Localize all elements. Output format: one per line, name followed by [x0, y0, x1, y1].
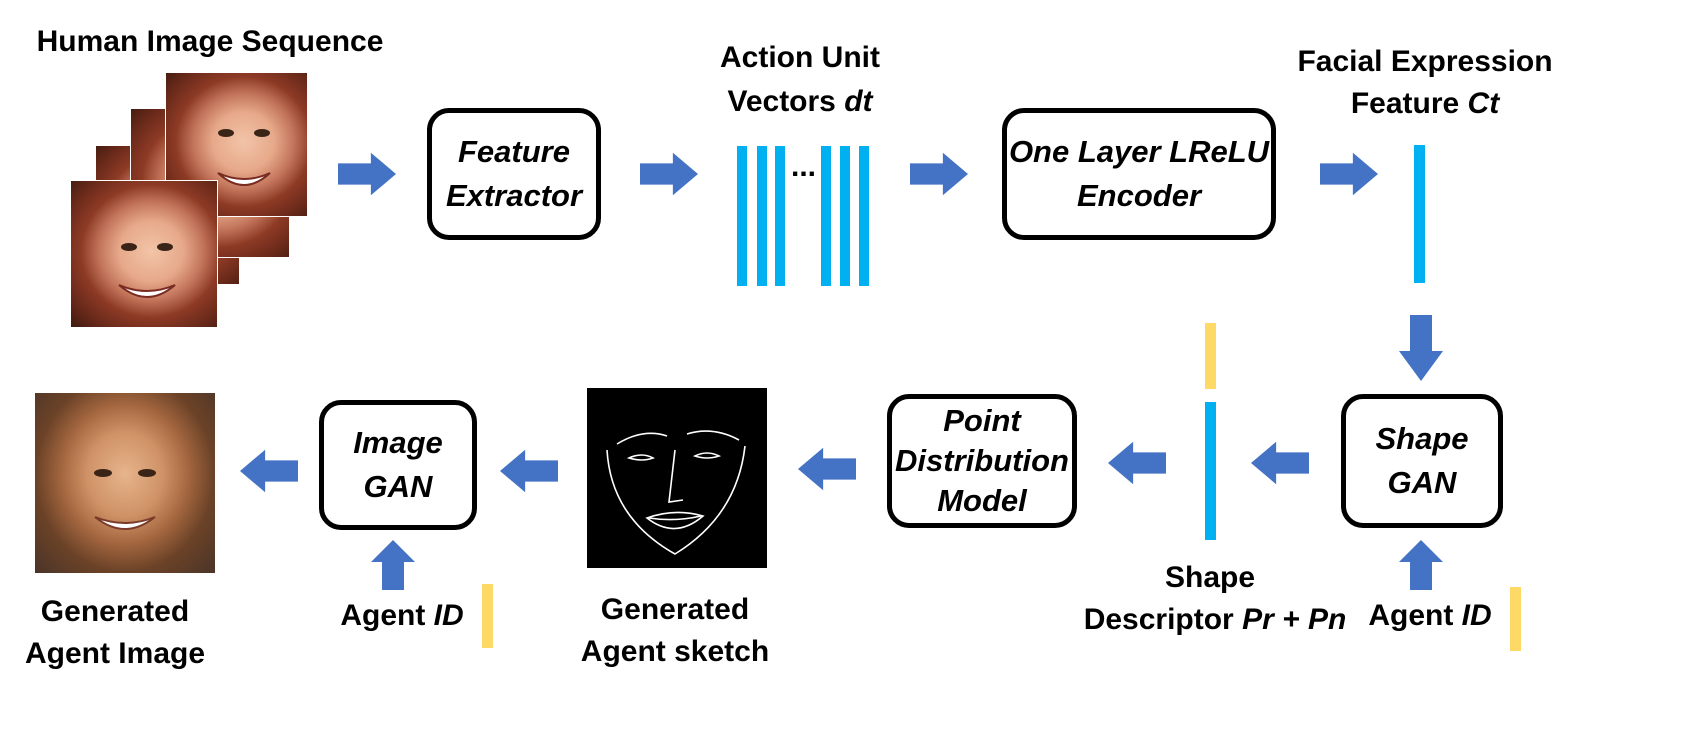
pdm-line1: Point [943, 403, 1021, 438]
action-unit-vector-bar [821, 146, 831, 286]
pdm-line3: Model [937, 483, 1027, 518]
feature-extractor-box: Feature Extractor [427, 108, 601, 240]
action-unit-label-line2: Vectors dt [727, 85, 873, 118]
face-features-icon [217, 129, 271, 186]
arrow-down-icon [1399, 315, 1443, 381]
arrow-right-icon [1320, 152, 1378, 196]
image-gan-agent-id-label: Agent ID [340, 599, 464, 632]
shape-descriptor-label-line1: Shape [1164, 561, 1256, 594]
generated-agent-sketch-image [587, 388, 767, 568]
arrow-right-icon [910, 152, 968, 196]
action-unit-label-line1: Action Unit [720, 41, 880, 74]
arrow-left-icon [1108, 441, 1166, 485]
shape-descriptor-label-line2: Descriptor Pr + Pn [1083, 603, 1347, 636]
feature-extractor-line2: Extractor [445, 178, 583, 213]
facial-expression-label-line1: Facial Expression [1297, 45, 1553, 78]
image-gan-agent-id-bar [482, 584, 493, 648]
generated-agent-image-label-line1: Generated [40, 595, 190, 628]
encoder-line1: One Layer LReLU [1008, 134, 1270, 169]
generated-agent-image [35, 393, 215, 573]
encoder-line2: Encoder [1076, 178, 1202, 213]
image-gan-line2: GAN [363, 469, 433, 504]
feature-extractor-line1: Feature [458, 134, 570, 169]
arrow-up-icon [371, 540, 415, 590]
arrow-right-icon [640, 152, 698, 196]
human-face-image-front [70, 180, 218, 328]
shape-gan-agent-id-label: Agent ID [1368, 599, 1492, 632]
arrow-left-icon [1251, 441, 1309, 485]
human-image-sequence-label: Human Image Sequence [36, 25, 384, 58]
facial-expression-label-line2: Feature Ct [1350, 87, 1500, 120]
shape-gan-line2: GAN [1387, 465, 1457, 500]
pdm-line2: Distribution [895, 443, 1069, 478]
shape-gan-box: Shape GAN [1341, 394, 1503, 528]
point-distribution-model-box: Point Distribution Model [887, 394, 1077, 528]
arrow-left-icon [240, 449, 298, 493]
arrow-left-icon [500, 449, 558, 493]
shape-descriptor-pr-bar [1205, 323, 1216, 389]
shape-gan-line1: Shape [1375, 421, 1469, 456]
image-gan-line1: Image [353, 425, 443, 460]
action-unit-vector-bar [757, 146, 767, 286]
generated-agent-sketch-label-line2: Agent sketch [580, 635, 770, 668]
arrow-right-icon [338, 152, 396, 196]
face-features-icon [94, 469, 156, 530]
shape-descriptor-pn-bar [1205, 402, 1216, 540]
generated-agent-sketch-label-line1: Generated [600, 593, 750, 626]
arrow-up-icon [1399, 540, 1443, 590]
action-unit-vector-bar [737, 146, 747, 286]
generated-agent-image-label-line2: Agent Image [24, 637, 206, 670]
encoder-box: One Layer LReLU Encoder [1002, 108, 1276, 240]
face-sketch-icon [606, 430, 746, 555]
face-features-icon [118, 243, 176, 298]
image-gan-box: Image GAN [319, 400, 477, 530]
action-unit-vector-bar [775, 146, 785, 286]
facial-expression-feature-bar [1414, 145, 1425, 283]
shape-gan-agent-id-bar [1510, 587, 1521, 651]
action-unit-vector-bar [859, 146, 869, 286]
vector-ellipsis: ... [791, 150, 817, 183]
arrow-left-icon [798, 447, 856, 491]
action-unit-vector-bar [840, 146, 850, 286]
